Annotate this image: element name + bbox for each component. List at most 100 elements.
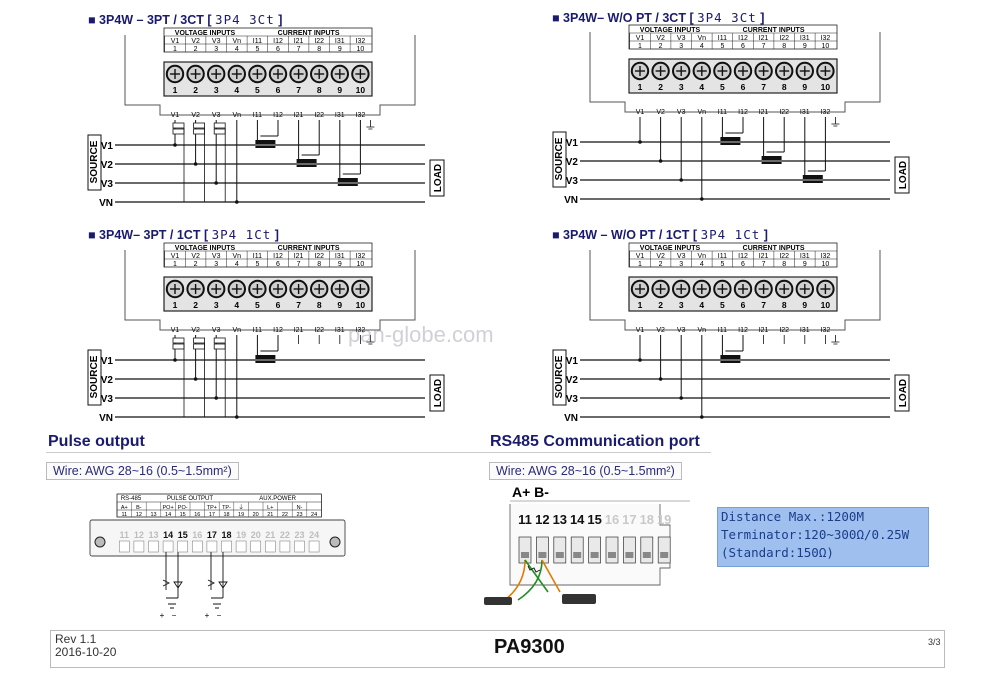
terminal-number: 6 [741, 261, 745, 268]
phase-label: VN [564, 413, 578, 424]
terminal-name: I31 [800, 35, 810, 42]
wire-label: I31 [335, 112, 345, 119]
terminal-number: 10 [356, 85, 366, 95]
wire-label: I11 [253, 327, 262, 334]
phase-label: V2 [566, 375, 579, 386]
ct-symbol [296, 165, 317, 167]
wire-label: V1 [171, 327, 180, 334]
terminal-number: 3 [214, 261, 218, 268]
terminal-number: 9 [803, 261, 807, 268]
connector-pin [250, 540, 261, 553]
diagram-code: 3P4 3Ct [697, 10, 757, 25]
terminal-name: I11 [253, 38, 262, 45]
ground-icon [831, 335, 840, 345]
pin-number: 15 [180, 512, 186, 518]
terminal-number: 4 [234, 85, 239, 95]
plus-sign: + [160, 611, 165, 620]
wire-label: V1 [636, 109, 645, 116]
load-label: LOAD [433, 379, 444, 407]
pulse-wire [165, 552, 179, 572]
terminal-number: 9 [802, 82, 807, 92]
terminal-number: 5 [255, 300, 260, 310]
wire-label: I12 [738, 327, 748, 334]
terminal-number: 4 [699, 82, 704, 92]
connector-pin-number: 17 [207, 530, 217, 540]
current-inputs-label: CURRENT INPUTS [743, 245, 805, 252]
wire-label: V1 [636, 327, 645, 334]
terminal-name: V1 [636, 35, 645, 42]
terminal-number: 7 [761, 300, 766, 310]
diagram-title-text: 3P4W – 3PT / 3CT [99, 13, 204, 27]
page-number: 3/3 [928, 637, 941, 647]
pulse-wire [210, 552, 224, 572]
terminal-number: 3 [214, 85, 219, 95]
green-wire [524, 559, 549, 593]
terminal-name: I31 [335, 38, 345, 45]
rs485-pin-number: 11 [518, 512, 532, 527]
terminal-number: 6 [741, 300, 746, 310]
source-label: SOURCE [89, 355, 100, 398]
terminal-number: 4 [699, 300, 704, 310]
load-label: LOAD [433, 164, 444, 192]
rs485-pin-screw [625, 552, 634, 558]
pt-symbol [213, 343, 226, 350]
terminal-name: V2 [191, 38, 200, 45]
group-label: AUX.POWER [259, 496, 296, 502]
ct-symbol [802, 181, 823, 183]
phase-label: V1 [566, 138, 579, 149]
terminal-number: 7 [762, 43, 766, 50]
resistor-icon [207, 572, 216, 590]
cable-right-icon [562, 594, 596, 604]
pin-number: 14 [165, 512, 171, 518]
phase-label: V3 [101, 179, 114, 190]
wire-label: I21 [759, 109, 769, 116]
wire-label: V2 [191, 112, 200, 119]
terminal-name: V2 [191, 253, 200, 260]
terminal-number: 1 [173, 261, 177, 268]
voltage-inputs-label: VOLTAGE INPUTS [175, 245, 236, 252]
diagram-code: 3P4 1Ct [211, 227, 272, 242]
rs485-pin-number: 15 [587, 512, 601, 527]
terminal-number: 5 [720, 82, 725, 92]
wire-label: I31 [800, 109, 810, 116]
junction-dot [193, 377, 198, 381]
terminal-name: I12 [273, 38, 283, 45]
diagram-code: 3P4 1Ct [700, 227, 761, 242]
connector-pin-number: 11 [120, 530, 130, 540]
current-inputs-label: CURRENT INPUTS [743, 27, 805, 34]
wire-label: I22 [314, 112, 324, 119]
terminal-number: 4 [700, 43, 704, 50]
terminal-name: V1 [636, 253, 645, 260]
group-label: RS-485 [121, 496, 142, 502]
ct-symbol [720, 355, 741, 359]
pin-number: 19 [238, 512, 244, 518]
source-box [552, 131, 567, 188]
connector-pin-number: 16 [192, 530, 202, 540]
terminal-number: 3 [679, 300, 684, 310]
terminal-name: Vn [233, 38, 242, 45]
rs485-pin-screw [555, 552, 564, 558]
rs485-pin [640, 536, 654, 564]
terminal-name: I11 [718, 253, 727, 260]
pt-symbol [172, 122, 185, 129]
orange-wire [541, 559, 561, 593]
terminal-number: 8 [782, 43, 786, 50]
terminal-number: 1 [173, 85, 178, 95]
rs485-title: RS485 Communication port [490, 433, 700, 450]
ct-symbol [337, 178, 358, 182]
revision-label: Rev 1.1 [55, 632, 97, 646]
terminal-number: 9 [338, 46, 342, 53]
pin-number: 11 [121, 512, 127, 518]
wire-label: I32 [356, 112, 366, 119]
pin-label: PO+ [163, 505, 174, 511]
rs485-pin-screw [573, 552, 582, 558]
terminal-name: I22 [314, 253, 324, 260]
wire-label: V3 [677, 109, 686, 116]
terminal-number: 4 [235, 261, 239, 268]
diagram-title-text: 3P4W– 3PT / 1CT [99, 228, 201, 242]
phase-label: V2 [566, 157, 579, 168]
terminal-name: V1 [171, 253, 180, 260]
green-wire [517, 559, 543, 601]
